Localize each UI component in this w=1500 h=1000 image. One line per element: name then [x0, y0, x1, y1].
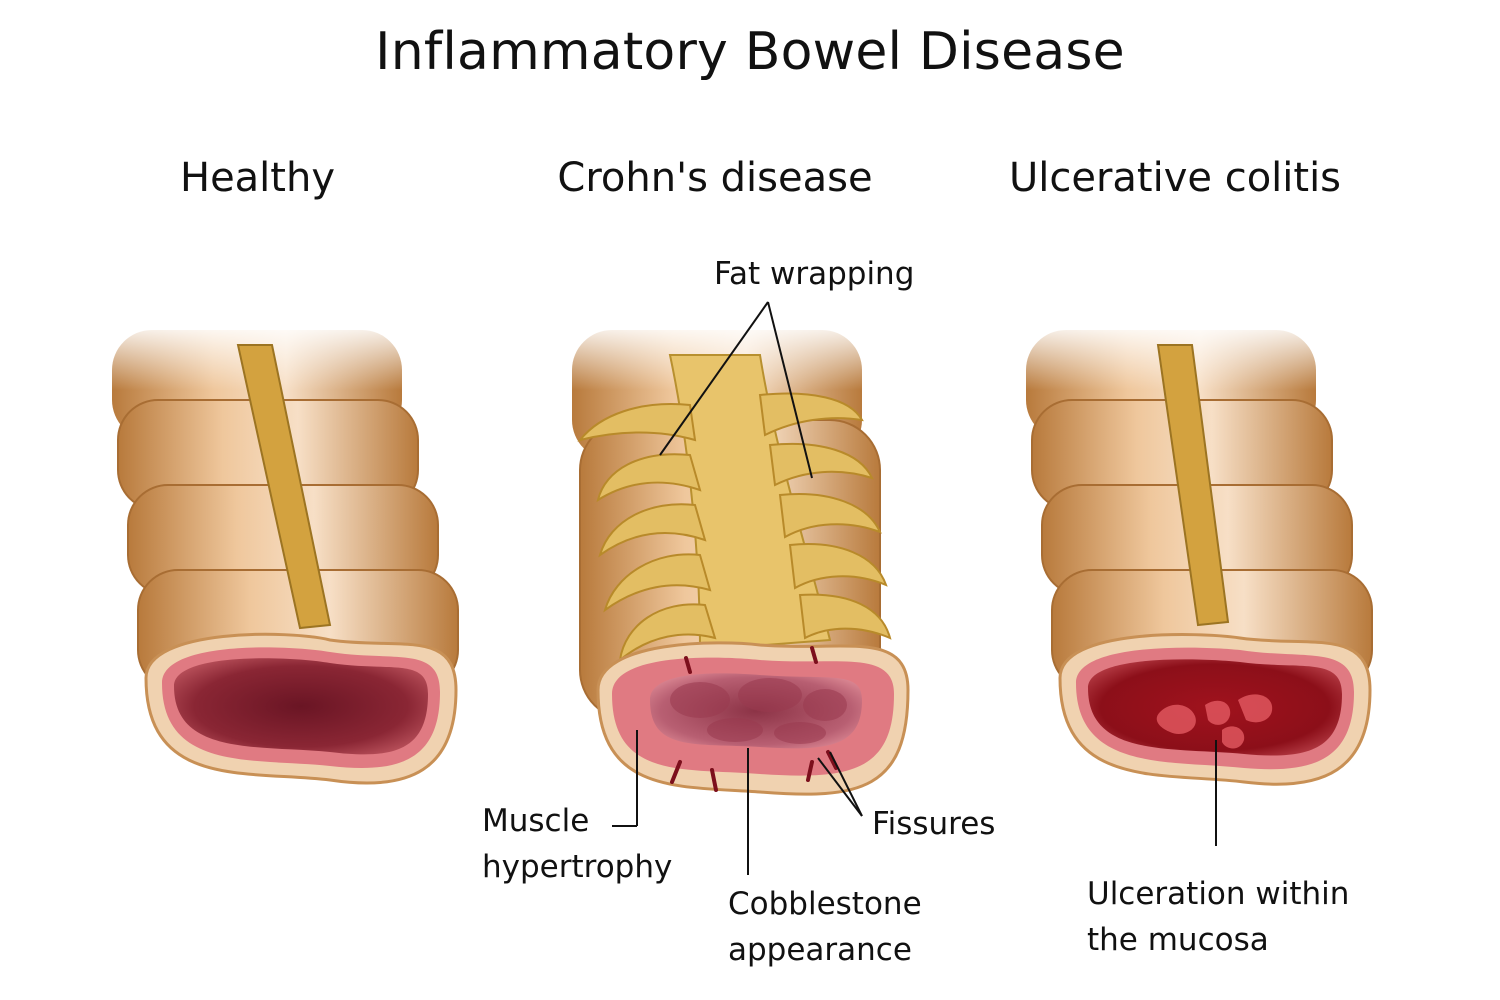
crohns-bowel — [560, 320, 910, 796]
crohns-title: Crohn's disease — [557, 155, 873, 201]
label-muscle-line2: hypertrophy — [482, 849, 673, 885]
label-ulcer-line1: Ulceration within — [1087, 876, 1350, 912]
healthy-title: Healthy — [179, 155, 336, 201]
label-muscle-hypertrophy: Muscle hypertrophy — [482, 798, 672, 890]
label-cobblestone-appearance: Cobblestone appearance — [728, 881, 922, 973]
healthy-bowel — [100, 320, 459, 785]
label-cobble-line2: appearance — [728, 932, 912, 968]
leader-lines — [612, 301, 1217, 875]
label-cobble-line1: Cobblestone — [728, 886, 922, 922]
label-ulceration: Ulceration within the mucosa — [1087, 871, 1349, 963]
page-title: Inflammatory Bowel Disease — [375, 22, 1125, 82]
label-muscle-line1: Muscle — [482, 803, 590, 839]
ulcerative-bowel — [1014, 320, 1373, 786]
label-ulcer-line2: the mucosa — [1087, 922, 1269, 958]
label-fissures: Fissures — [872, 806, 996, 842]
ulcerative-title: Ulcerative colitis — [1008, 155, 1342, 201]
label-fat-wrapping: Fat wrapping — [714, 256, 915, 292]
